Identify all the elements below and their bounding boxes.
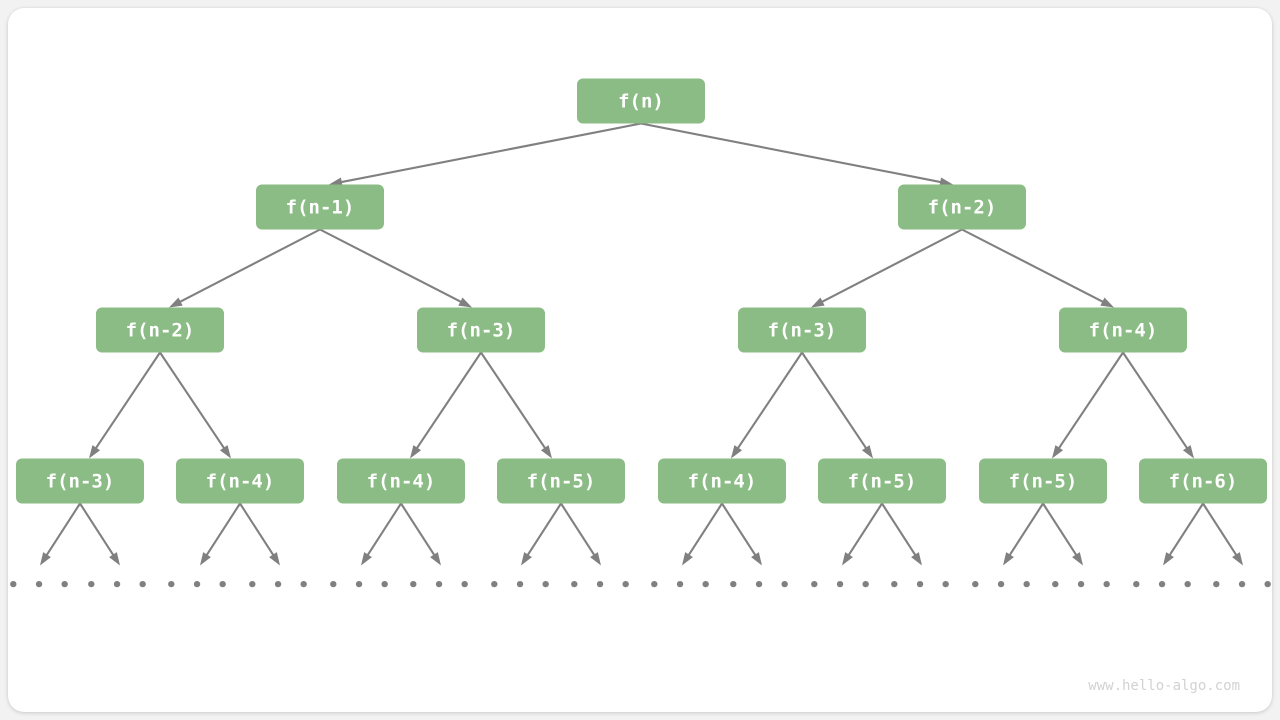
node-label: f(n-3) [768, 320, 837, 342]
ellipsis-marker: • • • [166, 575, 230, 596]
ellipsis-marker: • • • [408, 575, 472, 596]
tree-edge [801, 351, 873, 459]
node-box [256, 184, 384, 230]
node-box [176, 458, 304, 504]
ellipsis-marker: • • • [1211, 575, 1275, 596]
tree-node: f(n-3) [417, 307, 545, 353]
tree-node: f(n) [577, 78, 705, 124]
tree-edge [89, 351, 161, 459]
node-box [818, 458, 946, 504]
node-box [898, 184, 1026, 230]
leaf-edge [40, 502, 81, 566]
ellipsis-marker: • • • [1050, 575, 1114, 596]
tree-node: f(n-2) [898, 184, 1026, 230]
node-box [1139, 458, 1267, 504]
nodes-layer: f(n) f(n-1) f(n-2) f(n-2) f(n-3) f(n-3) f(n-4)… [16, 78, 1267, 504]
ellipsis-marker: • • • [889, 575, 953, 596]
tree-edge [961, 228, 1114, 308]
node-label: f(n-6) [1169, 471, 1238, 493]
ellipsis-marker: • • • [649, 575, 713, 596]
node-box [577, 78, 705, 124]
ellipsis-marker: • • • [809, 575, 873, 596]
leaf-edge [361, 502, 402, 566]
node-label: f(n-4) [367, 471, 436, 493]
tree-edge [811, 228, 963, 308]
leaf-edge [1003, 502, 1044, 566]
node-box [979, 458, 1107, 504]
node-box [417, 307, 545, 353]
ellipsis-marker: • • • [247, 575, 311, 596]
leaf-edge [682, 502, 723, 566]
node-box [658, 458, 786, 504]
ellipsis-marker: • • • [728, 575, 792, 596]
leaf-edge [79, 502, 120, 566]
tree-node: f(n-1) [256, 184, 384, 230]
ellipsis-marker: • • • [86, 575, 150, 596]
node-label: f(n-2) [928, 197, 997, 219]
leaf-edge [521, 502, 562, 566]
ellipsis-marker: • • • [569, 575, 633, 596]
node-label: f(n-5) [527, 471, 596, 493]
node-label: f(n-2) [126, 320, 195, 342]
tree-edge [1122, 351, 1194, 459]
node-box [738, 307, 866, 353]
watermark: www.hello-algo.com [1088, 678, 1240, 694]
tree-node: f(n-5) [818, 458, 946, 504]
node-box [337, 458, 465, 504]
tree-edge [319, 228, 472, 308]
tree-node: f(n-4) [658, 458, 786, 504]
leaf-edge [721, 502, 762, 566]
node-box [16, 458, 144, 504]
tree-edge [159, 351, 231, 459]
node-box [497, 458, 625, 504]
ellipsis-marker: • • • [970, 575, 1034, 596]
tree-edge [731, 351, 803, 459]
node-label: f(n) [618, 91, 664, 113]
tree-node: f(n-5) [979, 458, 1107, 504]
leaf-edge [1042, 502, 1083, 566]
tree-edge [410, 351, 482, 459]
tree-edge [329, 122, 642, 187]
tree-edge [480, 351, 552, 459]
node-label: f(n-1) [286, 197, 355, 219]
leaf-edge [200, 502, 241, 566]
tree-edge [1052, 351, 1124, 459]
tree-node: f(n-4) [1059, 307, 1187, 353]
ellipsis-marker: • • • [8, 575, 72, 596]
ellipsis-marker: • • • [489, 575, 553, 596]
tree-node: f(n-3) [738, 307, 866, 353]
leaf-edge [560, 502, 601, 566]
ellipsis-marker: • • • [328, 575, 392, 596]
ellipsis-row: • • • • • • • • • • • • • • • • • • • • • • • •… [8, 575, 1275, 596]
node-box [1059, 307, 1187, 353]
leaf-arrows-layer [40, 502, 1243, 566]
leaf-edge [239, 502, 280, 566]
leaf-edge [400, 502, 441, 566]
leaf-edge [842, 502, 883, 566]
node-label: f(n-3) [46, 471, 115, 493]
leaf-edge [1202, 502, 1243, 566]
leaf-edge [1163, 502, 1204, 566]
node-label: f(n-4) [688, 471, 757, 493]
node-label: f(n-4) [1089, 320, 1158, 342]
node-label: f(n-4) [206, 471, 275, 493]
diagram-card [8, 8, 1272, 712]
tree-edge [640, 122, 953, 187]
node-label: f(n-3) [447, 320, 516, 342]
tree-node: f(n-4) [176, 458, 304, 504]
edges-layer [89, 122, 1194, 459]
tree-node: f(n-4) [337, 458, 465, 504]
tree-node: f(n-6) [1139, 458, 1267, 504]
tree-node: f(n-2) [96, 307, 224, 353]
tree-node: f(n-3) [16, 458, 144, 504]
node-label: f(n-5) [848, 471, 917, 493]
tree-node: f(n-5) [497, 458, 625, 504]
node-label: f(n-5) [1009, 471, 1078, 493]
leaf-edge [881, 502, 922, 566]
node-box [96, 307, 224, 353]
tree-edge [169, 228, 321, 308]
ellipsis-marker: • • • [1131, 575, 1195, 596]
